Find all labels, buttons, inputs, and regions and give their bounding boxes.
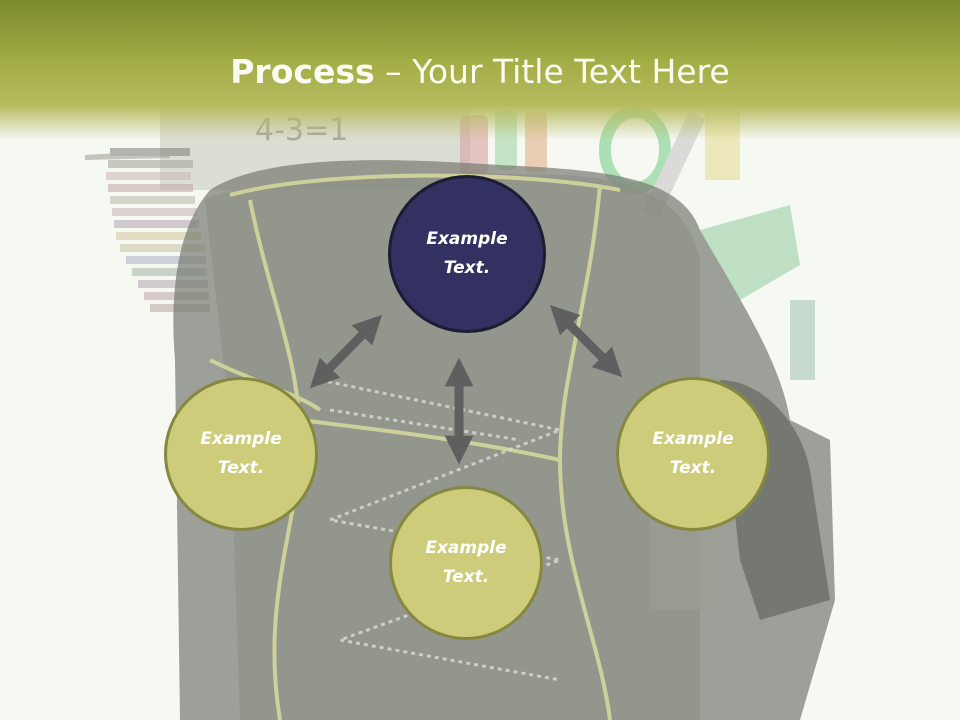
circle-text: Example Text. xyxy=(200,429,282,478)
process-circle-right[interactable]: Example Text. xyxy=(616,377,770,531)
process-circle-left[interactable]: Example Text. xyxy=(164,377,318,531)
double-headed-arrow-icon xyxy=(549,304,623,378)
title-bold-part: Process xyxy=(230,52,375,91)
process-circle-bottom[interactable]: Example Text. xyxy=(389,486,543,640)
process-circle-top[interactable]: Example Text. xyxy=(388,175,546,333)
circle-text: Example Text. xyxy=(425,538,507,587)
slide-title: Process – Your Title Text Here xyxy=(0,52,960,91)
double-headed-arrow-icon xyxy=(309,314,383,389)
circle-text: Example Text. xyxy=(652,429,734,478)
circle-text: Example Text. xyxy=(426,229,508,278)
title-regular-part: – Your Title Text Here xyxy=(374,52,730,91)
title-header-band xyxy=(0,0,960,140)
